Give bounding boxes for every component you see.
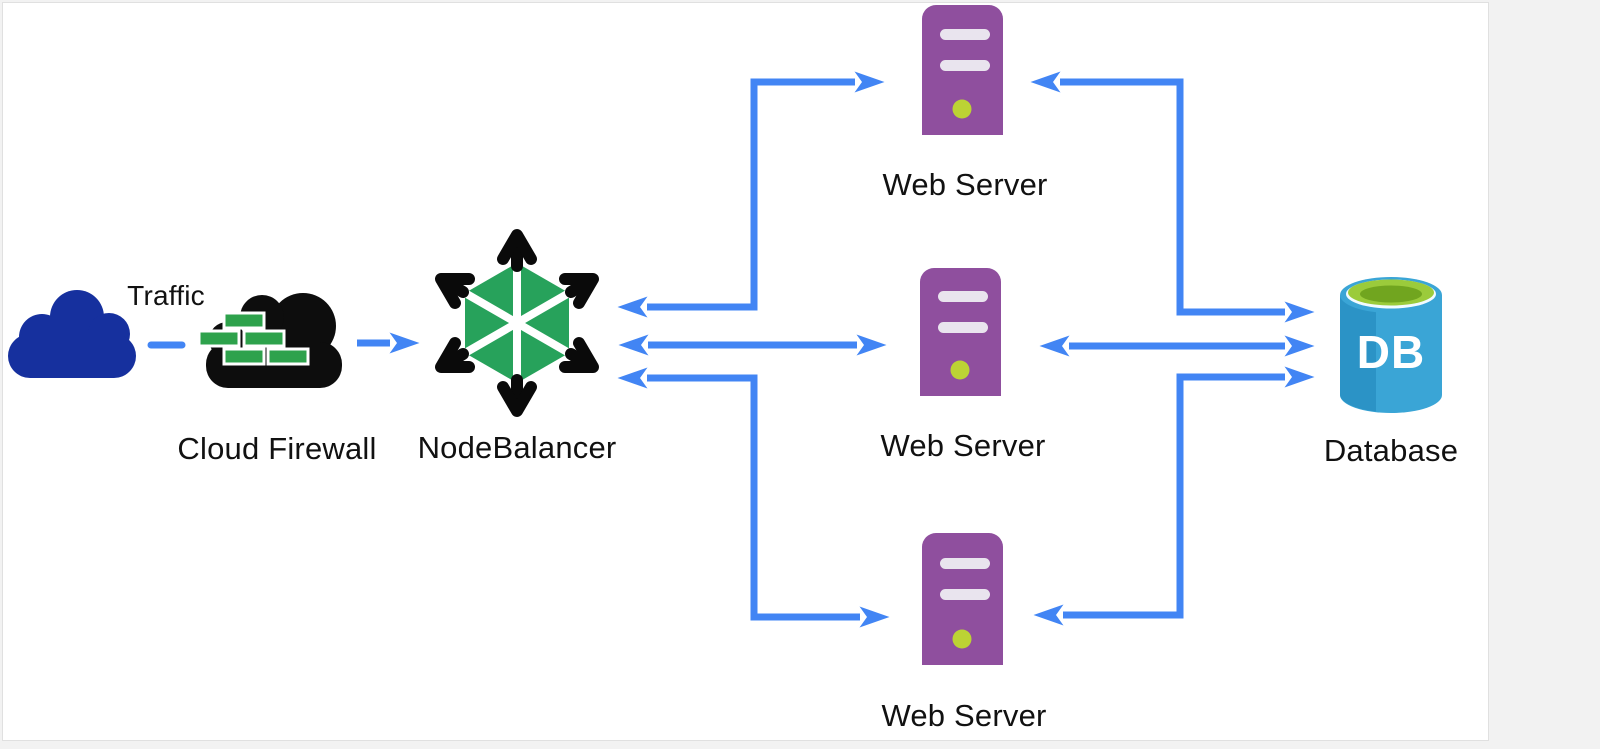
- traffic-label: Traffic: [127, 280, 205, 311]
- nodebalancer-label: NodeBalancer: [417, 430, 617, 465]
- cloud-firewall-label: Cloud Firewall: [177, 431, 377, 466]
- diagram-canvas: [2, 2, 1489, 741]
- web-server-bottom-label: Web Server: [881, 698, 1047, 733]
- web-server-middle-label: Web Server: [880, 428, 1046, 463]
- web-server-top-label: Web Server: [882, 167, 1048, 202]
- database-label: Database: [1323, 433, 1459, 468]
